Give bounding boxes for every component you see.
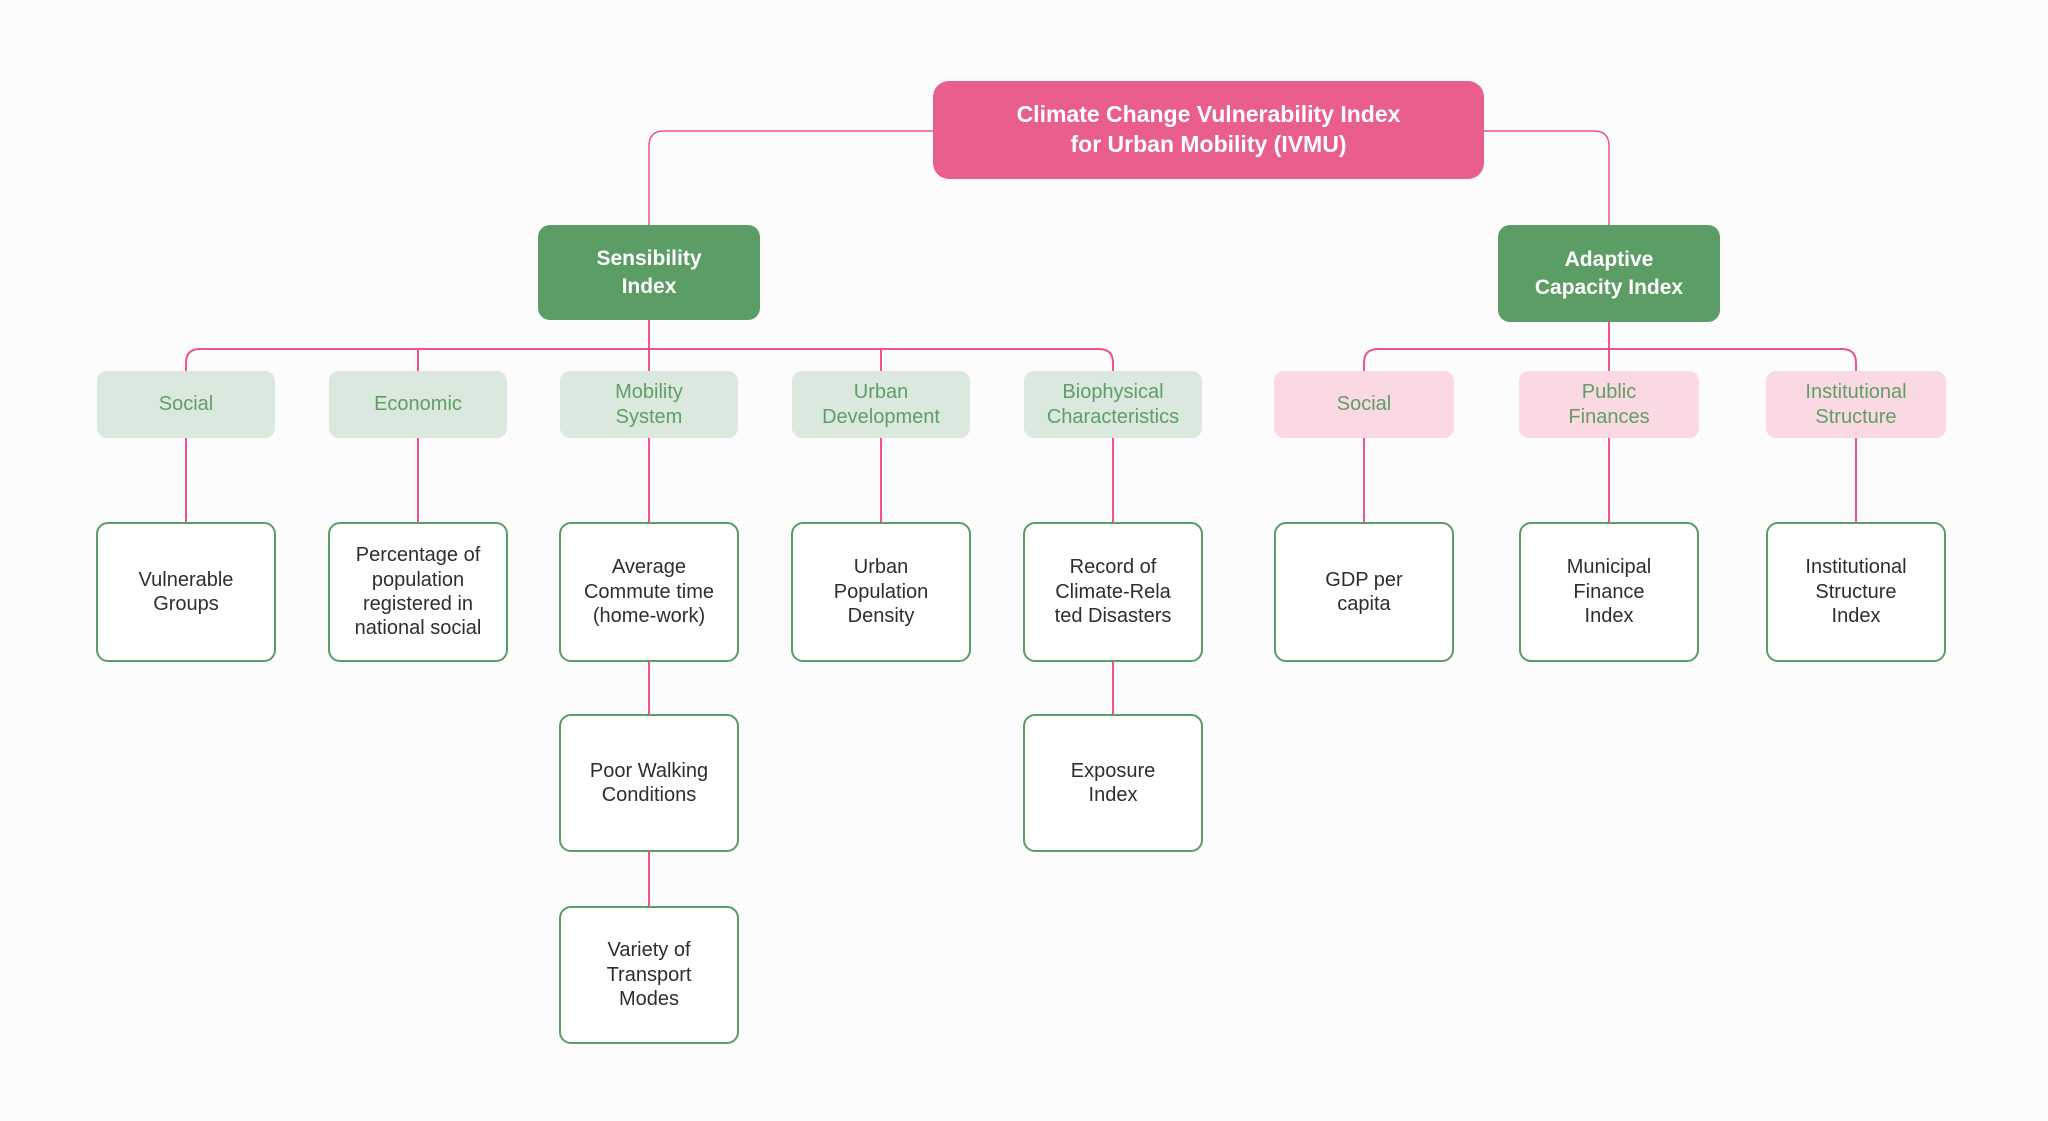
- node-category-institutional-structure: Institutional Structure: [1766, 371, 1946, 438]
- node-leaf-poor-walking-conditions: Poor Walking Conditions: [559, 714, 739, 852]
- node-category-social-right: Social: [1274, 371, 1454, 438]
- node-sensibility-index: Sensibility Index: [538, 225, 760, 320]
- node-leaf-percentage-population: Percentage of population registered in n…: [328, 522, 508, 662]
- node-category-public-finances: Public Finances: [1519, 371, 1699, 438]
- node-category-social-left: Social: [97, 371, 275, 438]
- node-leaf-institutional-structure-index: Institutional Structure Index: [1766, 522, 1946, 662]
- node-category-economic: Economic: [329, 371, 507, 438]
- edge-root-sensibility: [648, 130, 933, 225]
- node-leaf-variety-transport-modes: Variety of Transport Modes: [559, 906, 739, 1044]
- edge-left-bus: [185, 348, 1114, 371]
- node-category-urban-development: Urban Development: [792, 371, 970, 438]
- node-leaf-average-commute-time: Average Commute time (home-work): [559, 522, 739, 662]
- node-leaf-exposure-index: Exposure Index: [1023, 714, 1203, 852]
- node-category-biophysical-characteristics: Biophysical Characteristics: [1024, 371, 1202, 438]
- node-leaf-gdp-per-capita: GDP per capita: [1274, 522, 1454, 662]
- node-leaf-climate-related-disasters: Record of Climate-Rela ted Disasters: [1023, 522, 1203, 662]
- node-leaf-vulnerable-groups: Vulnerable Groups: [96, 522, 276, 662]
- edge-root-adaptive: [1473, 130, 1610, 225]
- node-category-mobility-system: Mobility System: [560, 371, 738, 438]
- node-root-ivmu: Climate Change Vulnerability Index for U…: [933, 81, 1484, 179]
- node-leaf-municipal-finance-index: Municipal Finance Index: [1519, 522, 1699, 662]
- node-leaf-urban-population-density: Urban Population Density: [791, 522, 971, 662]
- node-adaptive-capacity-index: Adaptive Capacity Index: [1498, 225, 1720, 322]
- edge-right-bus: [1363, 348, 1857, 371]
